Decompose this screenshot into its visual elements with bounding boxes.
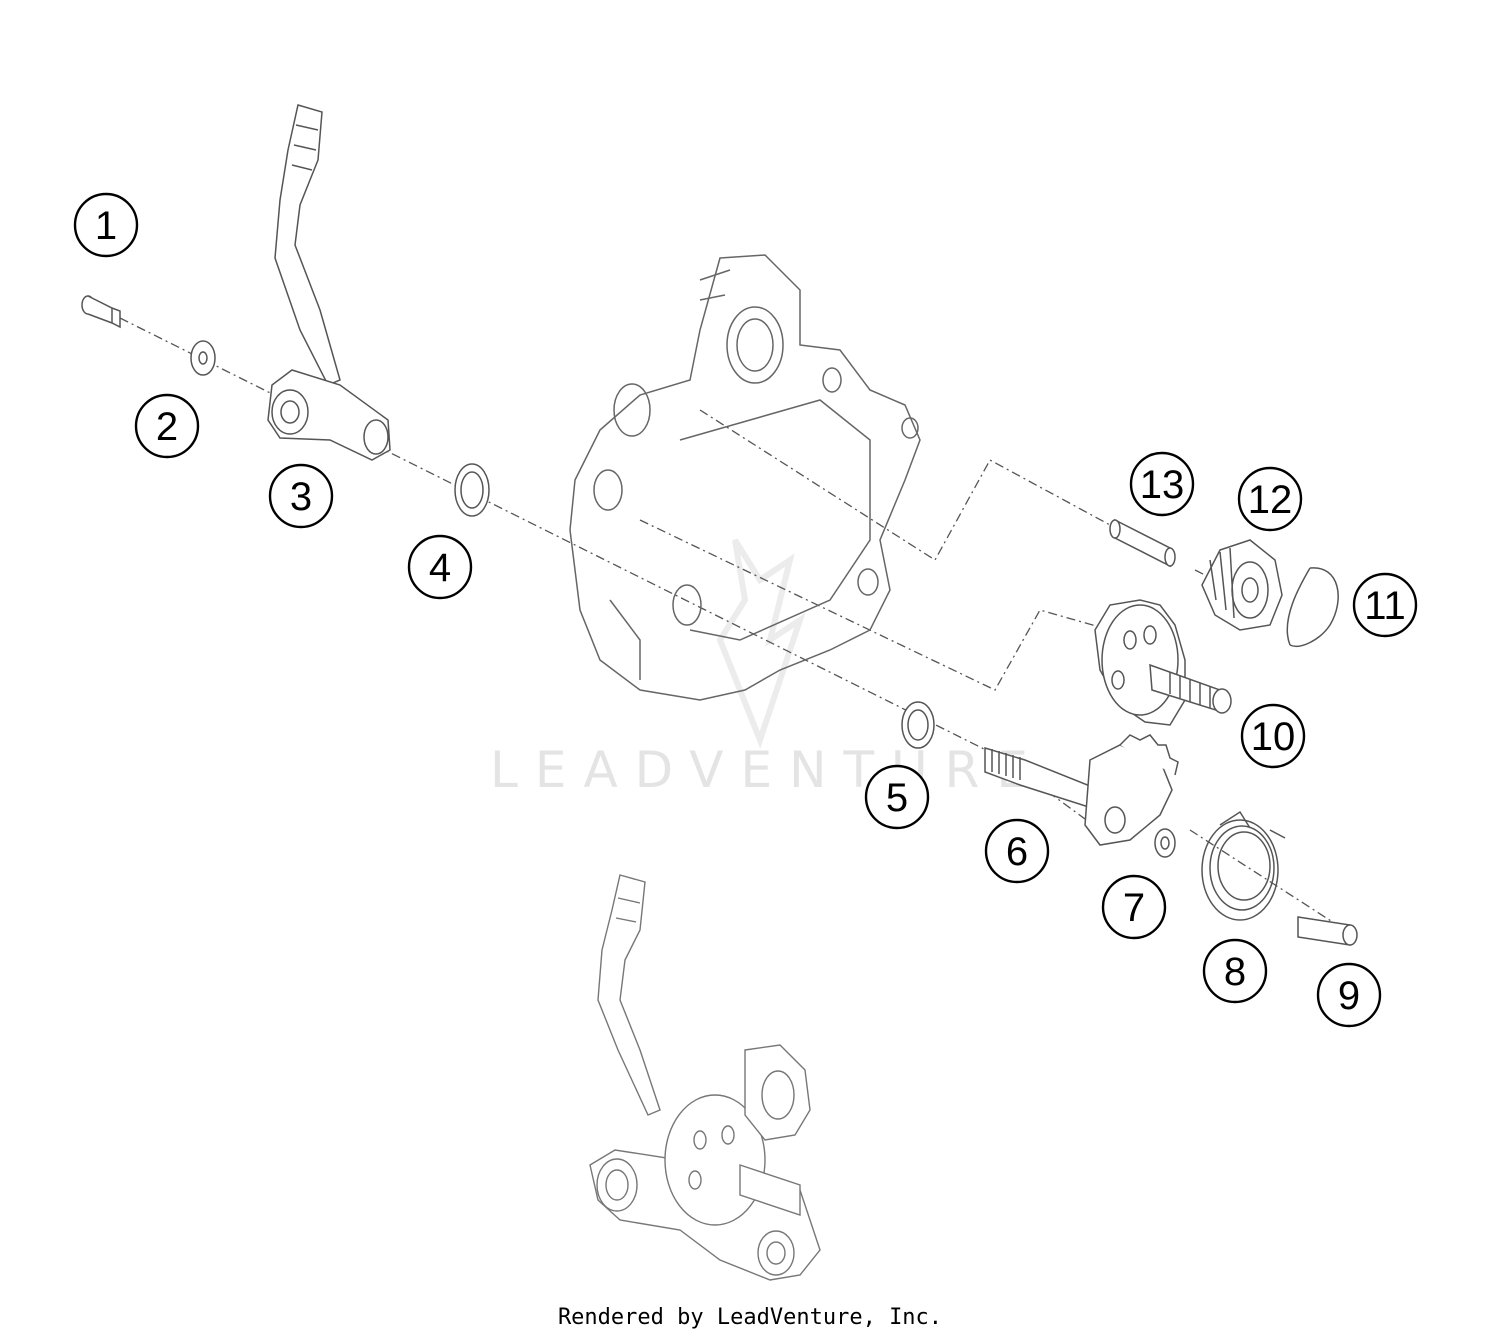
part-dowel-pin <box>1297 916 1358 946</box>
svg-text:13: 13 <box>1140 463 1185 507</box>
watermark-text: LEADVENTURE <box>490 741 1045 799</box>
svg-text:1: 1 <box>95 204 117 248</box>
watermark: LEADVENTURE <box>490 538 1045 799</box>
svg-text:10: 10 <box>1251 715 1296 759</box>
part-kickstart-lever <box>267 104 391 461</box>
callout-6: 6 <box>984 818 1050 884</box>
part-return-spring <box>1201 810 1286 921</box>
callout-10: 10 <box>1240 703 1306 769</box>
svg-text:12: 12 <box>1248 478 1293 522</box>
part-seal <box>454 463 490 517</box>
callout-7: 7 <box>1101 874 1167 940</box>
svg-text:9: 9 <box>1338 974 1360 1018</box>
part-washer <box>190 340 216 376</box>
render-credit: Rendered by LeadVenture, Inc. <box>557 1305 943 1330</box>
part-bolt <box>81 295 121 329</box>
part-circlip <box>1286 567 1339 647</box>
svg-text:7: 7 <box>1123 886 1145 930</box>
svg-text:5: 5 <box>886 776 908 820</box>
part-cover <box>569 254 921 701</box>
callout-2: 2 <box>134 393 200 459</box>
part-thrust-washer <box>901 701 935 749</box>
callout-9: 9 <box>1316 962 1382 1028</box>
svg-text:6: 6 <box>1006 830 1028 874</box>
svg-text:3: 3 <box>290 475 312 519</box>
callouts: 1 2 3 4 5 6 7 8 <box>73 192 1418 1028</box>
svg-text:8: 8 <box>1224 950 1246 994</box>
callout-11: 11 <box>1352 572 1418 638</box>
svg-text:2: 2 <box>156 405 178 449</box>
callout-4: 4 <box>407 534 473 600</box>
svg-text:4: 4 <box>429 546 451 590</box>
callout-8: 8 <box>1202 938 1268 1004</box>
callout-1: 1 <box>73 192 139 258</box>
part-shaft-pin <box>1109 518 1176 568</box>
callout-13: 13 <box>1129 451 1195 517</box>
part-intermediate-gear <box>1094 599 1232 726</box>
callout-12: 12 <box>1237 466 1303 532</box>
callout-5: 5 <box>864 764 930 830</box>
assembled-view <box>589 874 821 1281</box>
callout-3: 3 <box>268 463 334 529</box>
part-small-washer <box>1154 828 1176 858</box>
part-bevel-gear <box>1201 539 1283 631</box>
part-kickstart-shaft <box>984 734 1179 846</box>
svg-text:11: 11 <box>1364 584 1406 628</box>
